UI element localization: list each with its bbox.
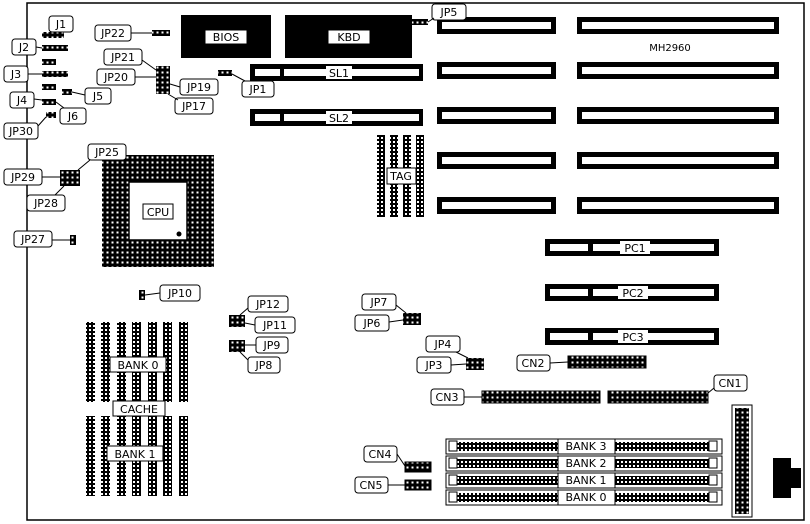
j3-label: J3 [10, 68, 21, 81]
kbd-label: KBD [337, 31, 360, 44]
jp4-label: JP4 [434, 338, 452, 351]
jp22-label: JP22 [100, 27, 125, 40]
bios-chip: BIOS [181, 15, 271, 58]
j6-label: J6 [67, 110, 78, 123]
slot-pc2: PC2 [545, 284, 719, 301]
cn4-label: CN4 [369, 448, 392, 461]
jp28-label: JP28 [33, 197, 58, 210]
slot-sl1: SL1 [250, 64, 423, 81]
j1-label: J1 [55, 18, 66, 31]
jumper-pins [42, 19, 484, 370]
bank1-chips: BANK 1 [86, 416, 188, 496]
jp17-label: JP17 [181, 100, 206, 113]
model-label: MH2960 [649, 43, 691, 54]
simm-bank-label: BANK 0 [565, 491, 606, 504]
bios-label: BIOS [213, 31, 239, 44]
simm-bank-label: BANK 1 [565, 474, 606, 487]
edge-connector [731, 404, 801, 518]
pc3-label: PC3 [622, 331, 643, 344]
tag-ram: TAG [377, 135, 424, 217]
bank0-chips: BANK 0 [86, 322, 188, 402]
cn5-header: CN5 [354, 476, 432, 494]
jp8-label: JP8 [255, 359, 273, 372]
simm-bank-label: BANK 3 [565, 440, 606, 453]
isa-slots-left [437, 17, 556, 214]
jp3-label: JP3 [425, 359, 443, 372]
cn1-header: CN1 [607, 374, 748, 404]
pc2-label: PC2 [622, 287, 643, 300]
simm-bank-label: BANK 2 [565, 457, 606, 470]
j2-label: J2 [18, 41, 29, 54]
jp30-label: JP30 [8, 125, 33, 138]
jp20-label: JP20 [103, 71, 128, 84]
isa-slots-right [577, 17, 779, 214]
jp25-label: JP25 [94, 146, 119, 159]
cpu-socket: CPU [102, 155, 214, 267]
jumper-labels: J1 J2 J3 J4 J5 J6 JP30 JP22 JP21 JP20 JP… [3, 3, 469, 374]
kbd-chip: KBD [285, 15, 412, 58]
jp27-label: JP27 [20, 233, 45, 246]
cpu-label: CPU [147, 206, 169, 219]
pc1-label: PC1 [624, 242, 645, 255]
cn3-label: CN3 [436, 391, 459, 404]
cn5-label: CN5 [360, 479, 383, 492]
jp11-label: JP11 [262, 319, 287, 332]
bank1-label: BANK 1 [114, 448, 155, 461]
slot-sl2: SL2 [250, 109, 423, 126]
cn2-label: CN2 [522, 357, 545, 370]
jp19-label: JP19 [186, 81, 211, 94]
jp21-label: JP21 [110, 51, 135, 64]
j4-label: J4 [16, 94, 27, 107]
cn3-header: CN3 [430, 388, 601, 406]
slot-pc1: PC1 [545, 239, 719, 256]
jp7-label: JP7 [370, 296, 388, 309]
jp6-label: JP6 [363, 317, 381, 330]
jp5-label: JP5 [440, 6, 458, 19]
cn1-label: CN1 [719, 377, 742, 390]
jp12-label: JP12 [255, 298, 280, 311]
j5-label: J5 [92, 90, 103, 103]
bank0-label: BANK 0 [117, 359, 158, 372]
jp9-label: JP9 [263, 339, 281, 352]
slot-pc3: PC3 [545, 328, 719, 345]
simm-sockets: BANK 3 BANK 2 BANK 1 BANK 0 [445, 438, 723, 506]
tag-label: TAG [389, 170, 412, 183]
jp29-label: JP29 [10, 171, 35, 184]
sl1-label: SL1 [329, 67, 349, 80]
cn2-header: CN2 [516, 354, 647, 372]
cn4-header: CN4 [363, 445, 432, 473]
sl2-label: SL2 [329, 112, 349, 125]
cache-label: CACHE [120, 403, 158, 416]
jp10-label: JP10 [167, 287, 192, 300]
jp1-label: JP1 [249, 83, 267, 96]
